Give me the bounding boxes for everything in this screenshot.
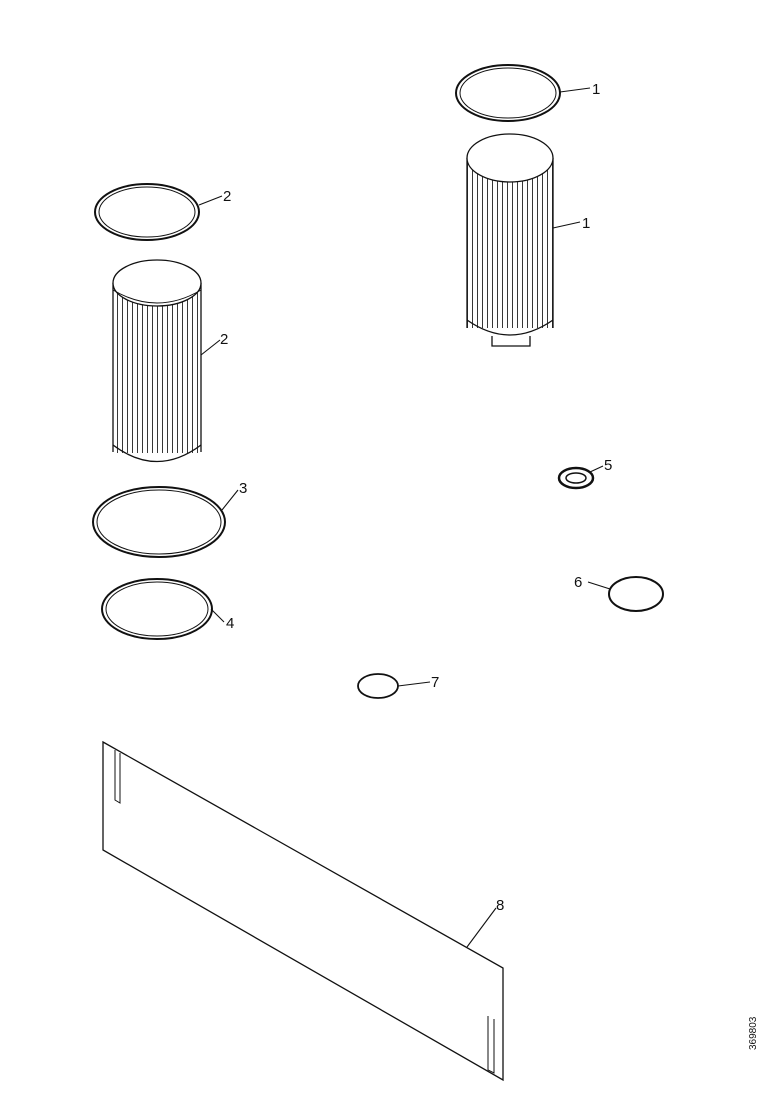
part-4-o-ring [101, 578, 213, 640]
part-5-seal-washer [557, 466, 595, 490]
part-3-o-ring [92, 486, 226, 558]
callout-5: 5 [604, 457, 612, 474]
callout-3: 3 [239, 480, 247, 497]
callout-7: 7 [431, 674, 439, 691]
part-1-o-ring [455, 64, 561, 122]
part-1-filter-element [466, 133, 554, 347]
callout-labels: 1 1 2 2 3 4 5 6 7 8 [220, 81, 612, 914]
drawing-number: 369803 [748, 1016, 759, 1050]
callout-4: 4 [226, 615, 234, 632]
part-2-o-ring [94, 183, 200, 241]
callout-2-o-ring: 2 [223, 188, 231, 205]
callout-2-filter: 2 [220, 331, 228, 348]
part-6-o-ring [608, 576, 664, 612]
part-7-o-ring [357, 673, 399, 699]
callout-6: 6 [574, 574, 582, 591]
part-2-filter-element [112, 259, 202, 463]
leader-lines [198, 87, 611, 948]
part-8-sheet [102, 740, 504, 1082]
callout-1-o-ring: 1 [592, 81, 600, 98]
callout-8: 8 [496, 897, 504, 914]
callout-1-filter: 1 [582, 215, 590, 232]
